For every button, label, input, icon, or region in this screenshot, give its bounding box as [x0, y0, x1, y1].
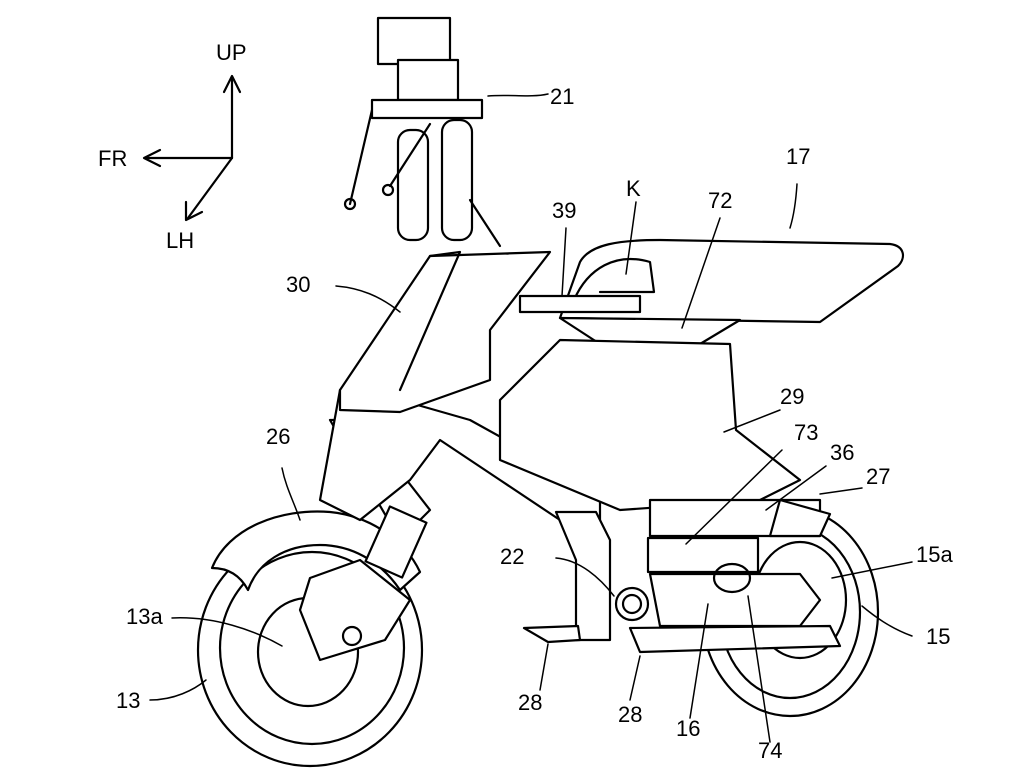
pivot-22 — [614, 586, 650, 622]
label-13a: 13a — [126, 604, 163, 629]
stem-block — [396, 58, 460, 102]
label-28-left: 28 — [518, 690, 542, 715]
label-17: 17 — [786, 144, 810, 169]
fork-lower-bracket — [298, 558, 412, 662]
front-arrowhead — [142, 148, 162, 168]
grip-right — [440, 118, 474, 242]
left-arrowhead — [184, 200, 204, 222]
fork-tube — [364, 505, 428, 579]
label-36: 36 — [830, 440, 854, 465]
label-30: 30 — [286, 272, 310, 297]
label-16: 16 — [676, 716, 700, 741]
reference-labels: 21 17 K 39 72 30 29 73 36 27 26 22 15a 1… — [116, 84, 953, 763]
rear-cover-27 — [768, 498, 832, 538]
pivot-74 — [712, 562, 752, 594]
axis-up-label: UP — [216, 40, 247, 65]
label-K: K — [626, 176, 641, 201]
label-26: 26 — [266, 424, 290, 449]
brake-lever-left — [348, 108, 374, 206]
grip-left — [396, 128, 430, 242]
label-13: 13 — [116, 688, 140, 713]
leader-lines — [149, 93, 913, 743]
front-rim — [218, 550, 406, 746]
axis-left-label: LH — [166, 228, 194, 253]
up-arrowhead — [222, 74, 242, 94]
label-15: 15 — [926, 624, 950, 649]
label-29: 29 — [780, 384, 804, 409]
lower-frame — [554, 510, 612, 642]
axle-bolt — [341, 625, 363, 647]
label-27: 27 — [866, 464, 890, 489]
front-cover-30 — [338, 250, 552, 414]
footrest-right-28 — [628, 624, 842, 654]
cover-edge — [398, 250, 462, 392]
label-72: 72 — [708, 188, 732, 213]
display-unit — [376, 16, 452, 66]
orientation-indicator: UP FR LH — [98, 40, 247, 253]
left-arrow — [186, 156, 234, 220]
motor-unit-16 — [648, 572, 822, 628]
axis-front-label: FR — [98, 146, 127, 171]
label-28-right: 28 — [618, 702, 642, 727]
steering-stem — [468, 198, 502, 248]
label-74: 74 — [758, 738, 782, 763]
brake-lever-right — [388, 122, 432, 188]
footrest-left-28 — [522, 624, 582, 644]
seat-handle-K — [572, 257, 656, 302]
label-15a: 15a — [916, 542, 953, 567]
handlebar — [370, 98, 484, 120]
bracket-39 — [518, 294, 642, 314]
handlebar-assembly-21 — [343, 16, 502, 248]
label-21: 21 — [550, 84, 574, 109]
label-73: 73 — [794, 420, 818, 445]
front-fender-26 — [210, 510, 422, 592]
label-39: 39 — [552, 198, 576, 223]
label-22: 22 — [500, 544, 524, 569]
